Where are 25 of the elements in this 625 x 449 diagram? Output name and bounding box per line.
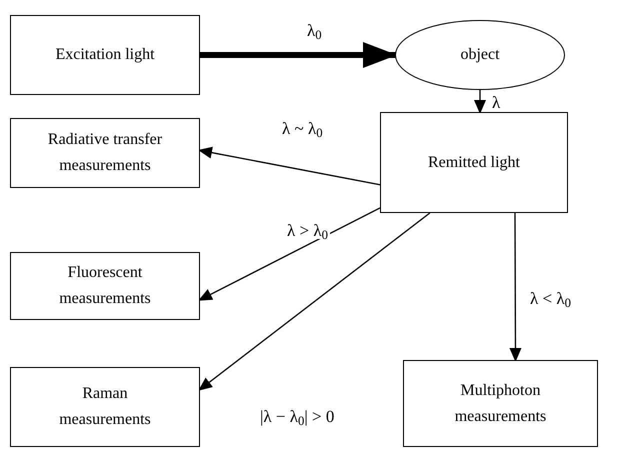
node-text: Remitted light — [428, 152, 520, 173]
arrow — [474, 90, 486, 114]
edge-label: λ ~ λ$_{0}$ — [280, 120, 325, 137]
edge-label: λ$_{0}$ — [305, 22, 324, 39]
arrow — [200, 42, 397, 68]
arrow — [198, 212, 430, 391]
node-text: Fluorescent measurements — [58, 263, 152, 309]
process-box — [10, 252, 200, 320]
edge-label: λ — [490, 94, 502, 111]
node-text: object — [460, 45, 500, 66]
edge-label: λ < λ$_{0}$ — [528, 290, 573, 307]
process-box — [10, 118, 200, 188]
node-text: Multiphoton measurements — [454, 380, 548, 426]
arrow — [509, 213, 522, 362]
arrow — [198, 207, 380, 301]
process-box — [380, 112, 568, 213]
arrow — [198, 146, 380, 186]
edge-label: λ > λ$_{0}$ — [285, 222, 330, 239]
process-box — [10, 367, 200, 447]
node-text: Raman measurements — [59, 384, 151, 430]
node-text: Radiative transfer measurements — [46, 130, 164, 176]
edge-label: |λ − λ$_{0}$| > 0 — [258, 408, 336, 425]
process-box — [403, 360, 598, 447]
process-box — [10, 15, 200, 95]
node-text: Excitation light — [55, 45, 155, 66]
